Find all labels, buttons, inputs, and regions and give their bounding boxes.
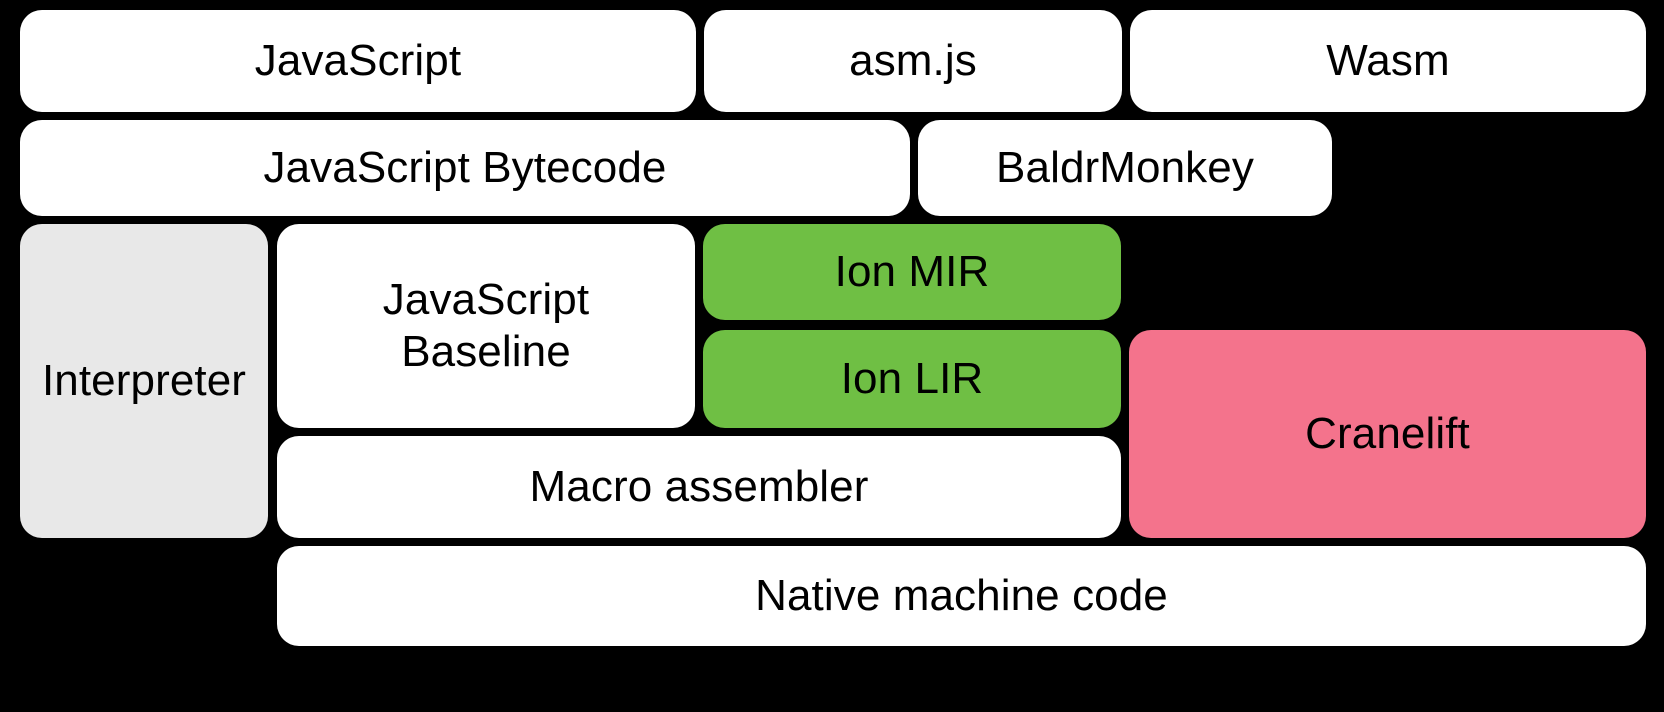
node-ion-mir: Ion MIR <box>703 224 1121 320</box>
node-javascript-bytecode: JavaScript Bytecode <box>20 120 910 216</box>
node-javascript: JavaScript <box>20 10 696 112</box>
node-wasm: Wasm <box>1130 10 1646 112</box>
node-native-machine-code: Native machine code <box>277 546 1646 646</box>
node-macro-assembler: Macro assembler <box>277 436 1121 538</box>
node-asm-js: asm.js <box>704 10 1122 112</box>
node-baldrmonkey: BaldrMonkey <box>918 120 1332 216</box>
node-ion-lir: Ion LIR <box>703 330 1121 428</box>
node-javascript-baseline: JavaScript Baseline <box>277 224 695 428</box>
node-interpreter: Interpreter <box>20 224 268 538</box>
node-cranelift: Cranelift <box>1129 330 1646 538</box>
